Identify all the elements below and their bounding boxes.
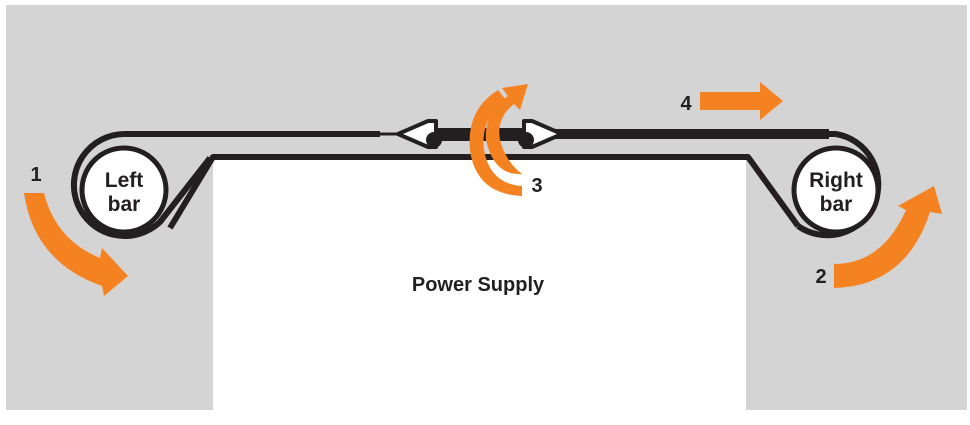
left-bar-label-line2: bar [108, 193, 141, 216]
right-bar [791, 145, 881, 235]
belt-left-loop [70, 131, 380, 239]
arrow-1-icon [24, 193, 128, 296]
right-bar-label-line2: bar [820, 193, 853, 216]
step-2-label: 2 [815, 266, 826, 288]
step-3-label: 3 [531, 175, 542, 197]
arrow-4-icon [700, 82, 783, 120]
left-bar-label-line1: Left [105, 169, 144, 192]
power-supply-label: Power Supply [412, 274, 545, 296]
arrow-3-icon [469, 84, 528, 196]
left-bar [79, 145, 169, 235]
strap-right [545, 129, 829, 139]
step-4-label: 4 [680, 93, 692, 115]
power-supply-box [213, 158, 746, 414]
step-1-label: 1 [30, 164, 41, 186]
right-bar-label-line1: Right [809, 169, 863, 192]
arrow-2-icon [834, 186, 942, 288]
